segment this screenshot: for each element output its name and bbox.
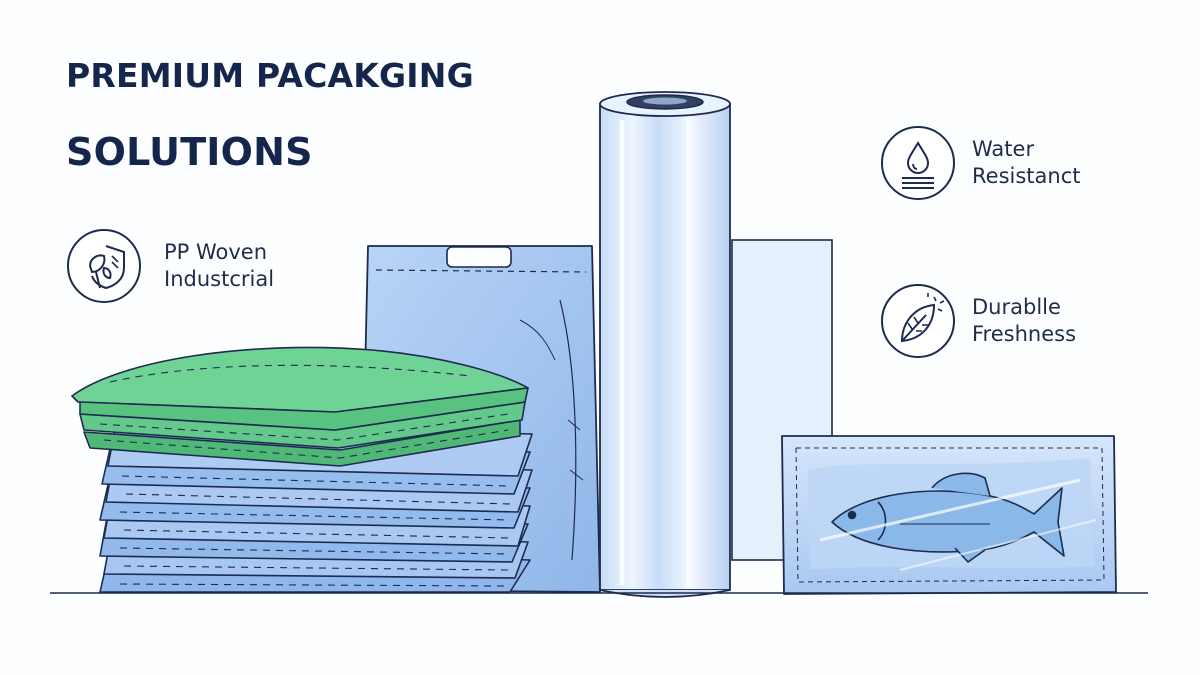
feature-water-line-2: Resistanct	[972, 164, 1081, 188]
feature-water-resistance: Water Resistanct	[880, 125, 1080, 201]
green-bag-stack	[71, 346, 529, 467]
feature-pp-line-1: PP Woven	[164, 240, 268, 264]
feature-water-line-1: Water	[972, 137, 1035, 161]
page-title-line-2: SOLUTIONS	[66, 130, 313, 174]
feature-pp-line-2: Industcrial	[164, 267, 275, 291]
feature-pp-woven: PP Woven Industcrial	[66, 228, 274, 304]
feature-fresh-line-1: Durablle	[972, 295, 1061, 319]
water-drop-icon	[881, 126, 955, 200]
fish-illustration	[831, 472, 1065, 563]
feature-durable-freshness: Durablle Freshness	[880, 283, 1076, 359]
vacuum-fish-pack	[781, 435, 1117, 595]
film-roll	[599, 91, 731, 598]
feature-fresh-line-2: Freshness	[972, 322, 1077, 346]
page-title-line-1: PREMIUM PACAKGING	[66, 56, 474, 95]
leaf-sparkle-icon	[881, 284, 955, 358]
leaf-shield-icon	[67, 229, 141, 303]
